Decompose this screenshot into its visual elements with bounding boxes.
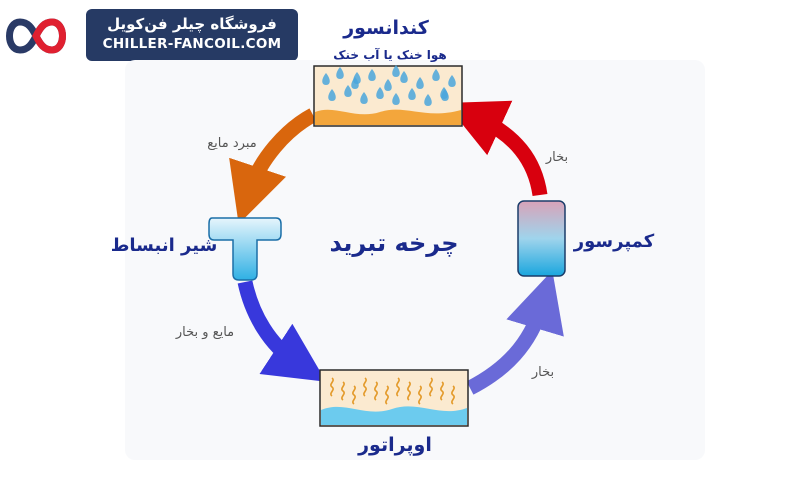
condenser-label: کندانسور xyxy=(342,17,430,39)
heat-wave xyxy=(440,381,444,401)
brand-title: فروشگاه چیلر فن‌کویل xyxy=(107,15,277,33)
water-drop xyxy=(344,85,352,97)
heat-wave xyxy=(363,377,367,397)
brand-site: CHILLER-FANCOIL.COM xyxy=(102,36,282,52)
water-drop xyxy=(353,72,361,84)
flow-label-vapor-high: بخار xyxy=(545,150,568,165)
expansion-valve-unit xyxy=(208,217,282,281)
arrow-valve-to-evaporator xyxy=(237,280,327,382)
heat-waves-icon xyxy=(330,377,455,405)
heat-wave xyxy=(374,381,378,401)
flow-label-liquid: مبرد مایع xyxy=(207,136,256,151)
arrow-evaporator-to-compressor xyxy=(466,270,564,395)
water-drop xyxy=(392,65,400,77)
heat-wave xyxy=(330,377,334,397)
condenser-unit xyxy=(313,65,463,127)
water-drop xyxy=(448,75,456,87)
heat-wave xyxy=(396,377,400,397)
heat-wave xyxy=(341,381,345,401)
water-drop xyxy=(328,89,336,101)
water-drop xyxy=(424,94,432,106)
flow-label-vapor-low: بخار xyxy=(531,365,554,380)
water-drop xyxy=(400,71,408,83)
water-drop xyxy=(368,69,376,81)
water-drop xyxy=(322,73,330,85)
water-drops-icon xyxy=(322,65,456,106)
heat-wave xyxy=(451,385,455,405)
arrow-compressor-to-condenser xyxy=(445,100,548,197)
heat-wave xyxy=(407,381,411,401)
water-drop xyxy=(376,87,384,99)
heat-wave xyxy=(352,385,356,405)
brand-banner[interactable]: فروشگاه چیلر فن‌کویل CHILLER-FANCOIL.COM xyxy=(86,9,298,61)
water-drop xyxy=(416,77,424,89)
heat-wave xyxy=(429,377,433,397)
water-drop xyxy=(432,69,440,81)
heat-wave xyxy=(418,385,422,405)
water-drop xyxy=(336,67,344,79)
water-drop xyxy=(392,93,400,105)
evaporator-unit xyxy=(319,369,469,427)
condenser-sublabel: هوا خنک یا آب خنک xyxy=(333,47,447,63)
water-drop xyxy=(441,89,449,101)
flow-label-liquid-vapor: مایع و بخار xyxy=(175,325,234,340)
water-drop xyxy=(360,92,368,104)
water-drop xyxy=(384,79,392,91)
expansion-valve-label: شیر انبساط xyxy=(111,235,218,256)
water-drop xyxy=(408,88,416,100)
arrow-condenser-to-valve xyxy=(229,108,317,225)
compressor-label: کمپرسور xyxy=(573,231,655,252)
heat-wave xyxy=(385,385,389,405)
compressor-unit xyxy=(517,200,566,277)
diagram-title: چرخه تبرید xyxy=(329,229,458,257)
brand-logo xyxy=(0,10,80,62)
evaporator-label: اوپراتور xyxy=(357,434,432,456)
